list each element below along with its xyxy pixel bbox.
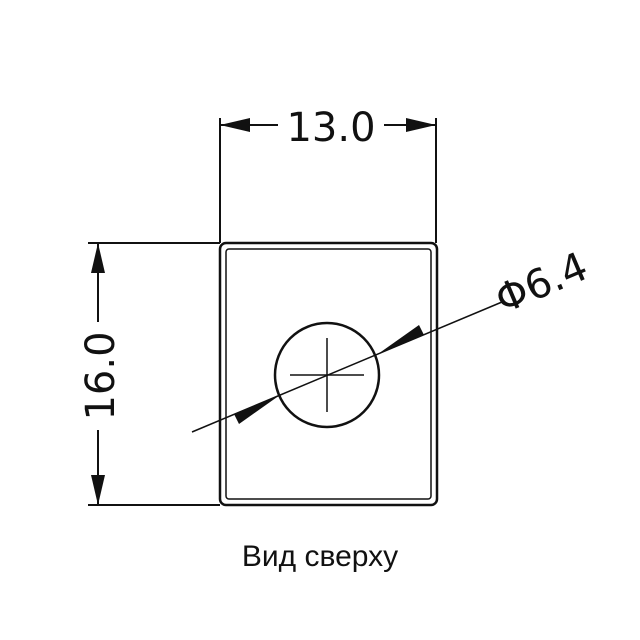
hole-circle [273, 321, 381, 429]
diameter-dimension-label: Φ6.4 [489, 244, 595, 324]
arrow-top [91, 243, 105, 273]
height-dimension-label: 16.0 [78, 331, 124, 420]
view-caption: Вид сверху [241, 540, 399, 573]
diameter-arrow-right [378, 325, 424, 354]
body-outline-outer [218, 241, 439, 507]
width-dimension: 13.0 [219, 105, 437, 243]
arrow-right [406, 118, 436, 132]
arrow-bottom [91, 475, 105, 505]
arrow-left [220, 118, 250, 132]
diameter-arrow-left [234, 395, 280, 424]
width-dimension-label: 13.0 [286, 105, 375, 151]
body-outline-inner [225, 248, 432, 500]
height-dimension: 16.0 [78, 242, 220, 506]
diameter-dimension: Φ6.4 [191, 244, 595, 433]
